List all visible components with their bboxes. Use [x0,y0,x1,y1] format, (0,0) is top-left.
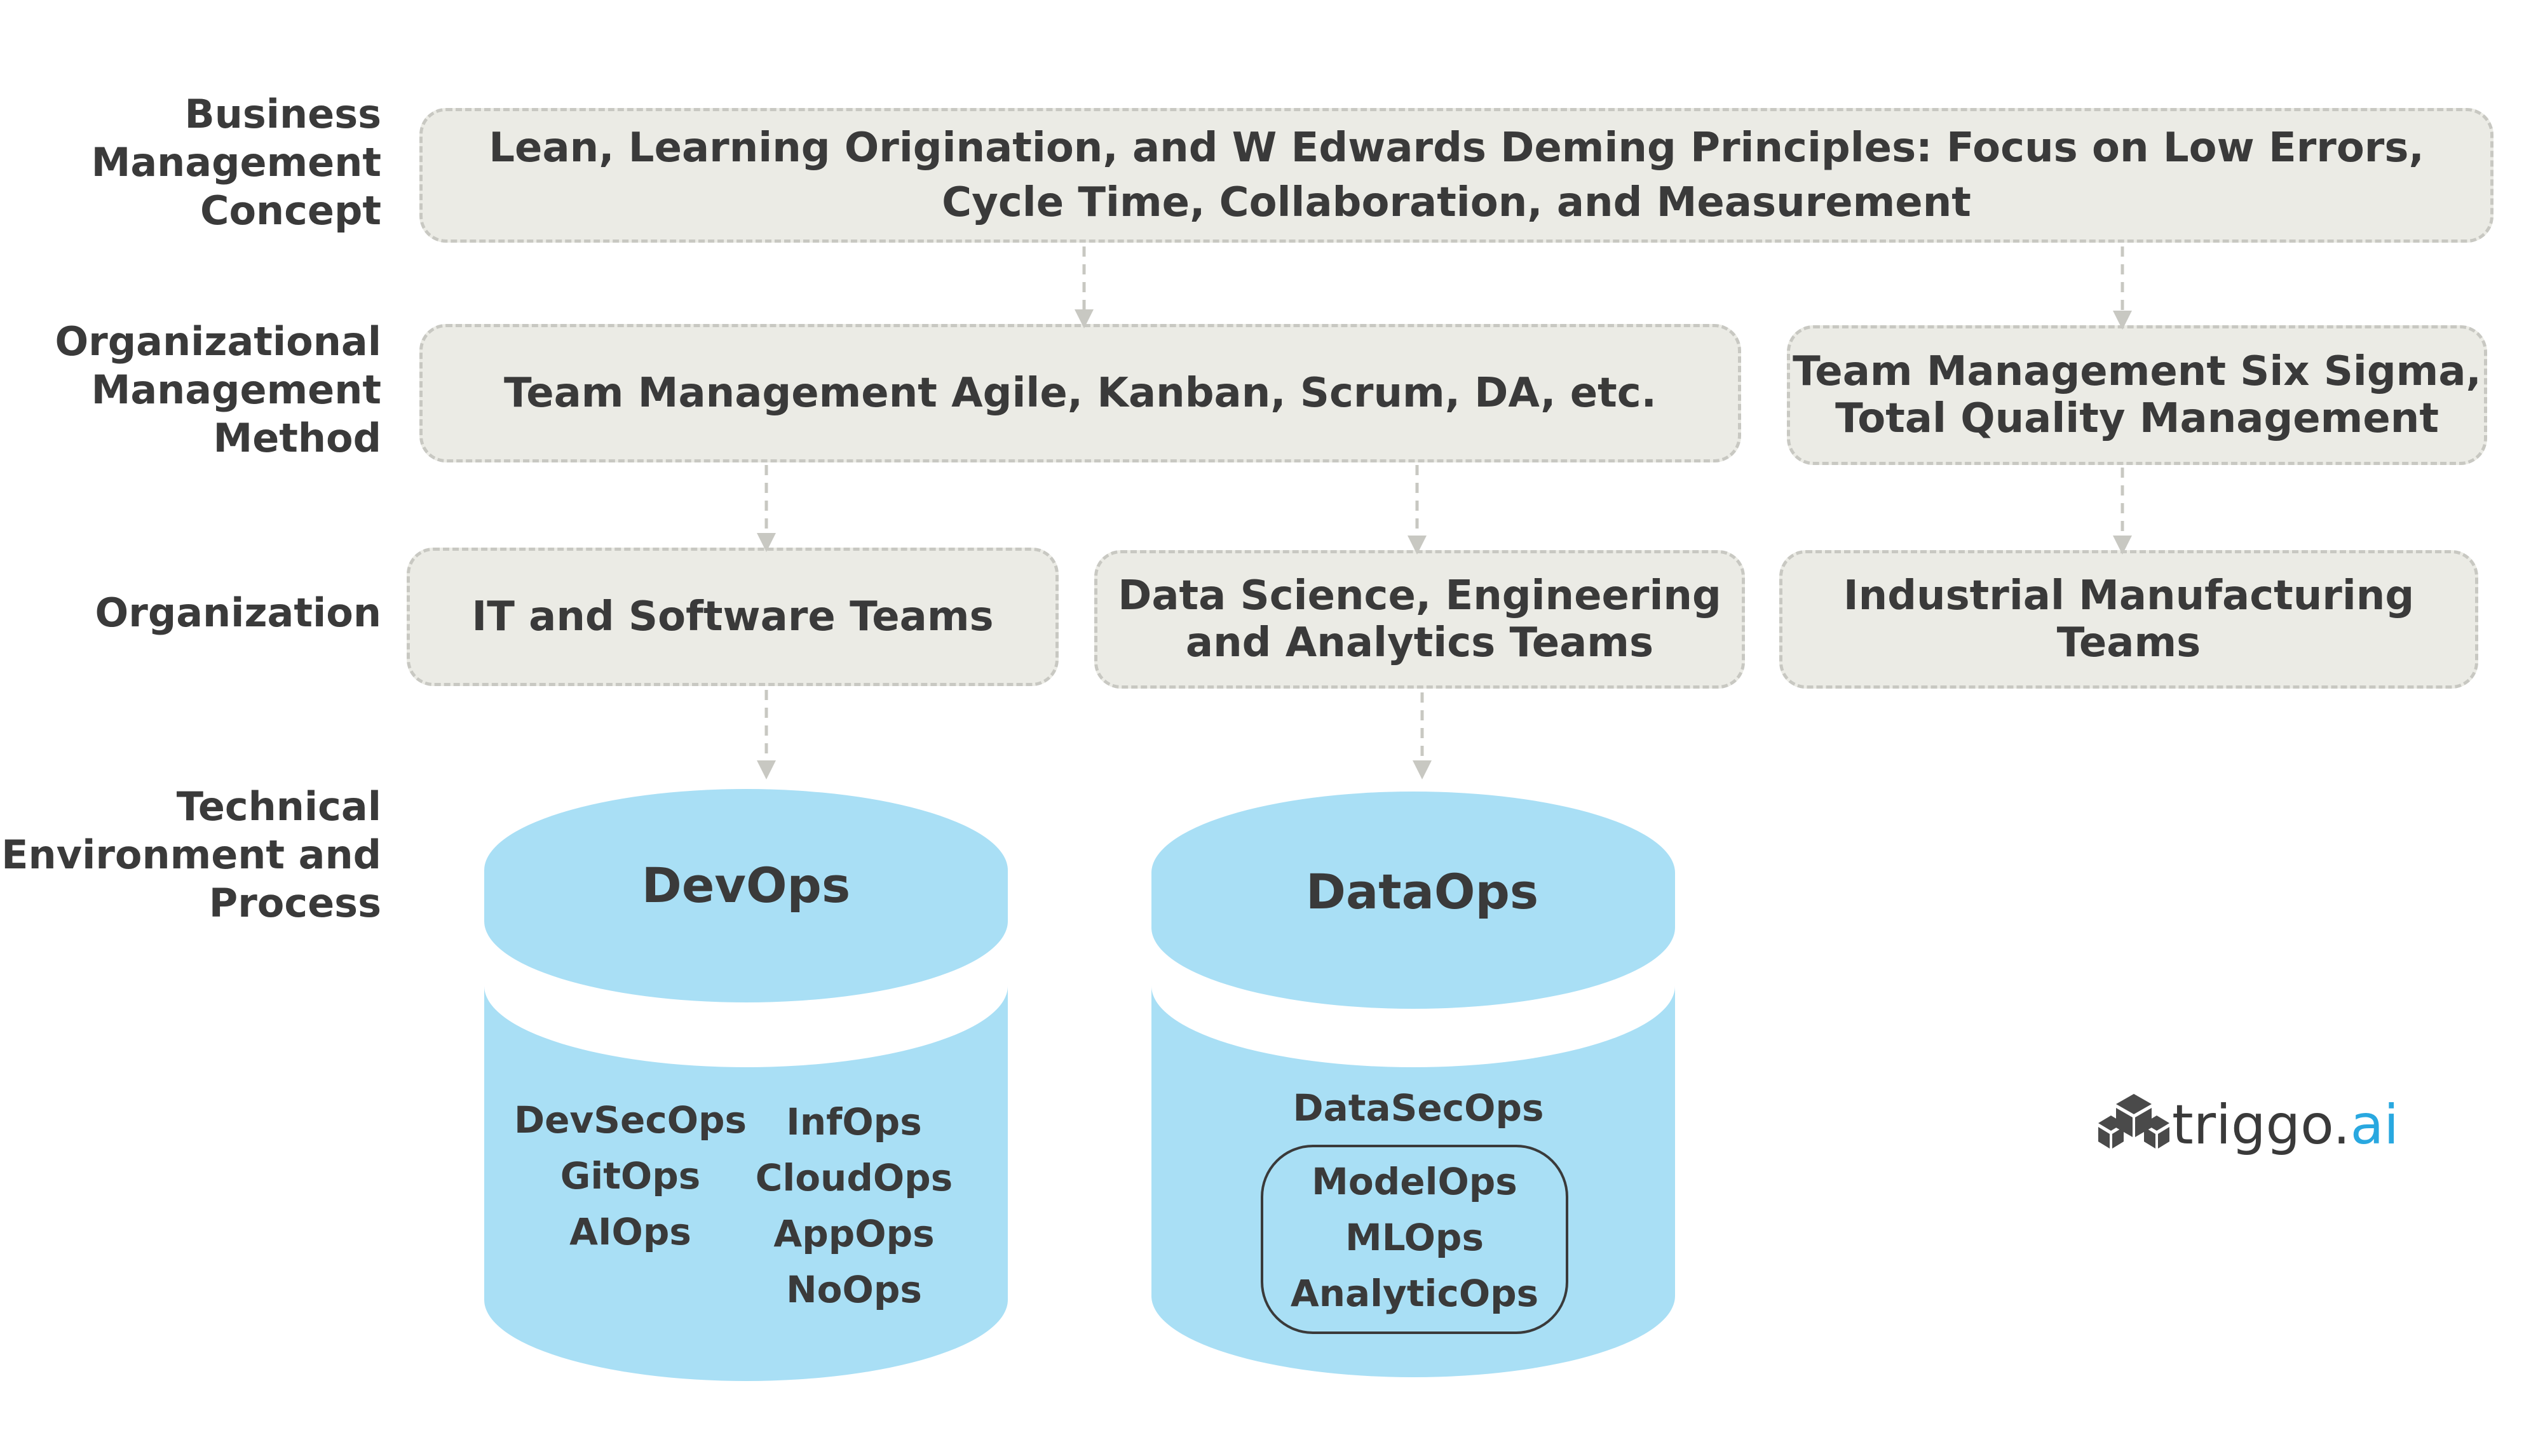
box-data-science-engineering-teams: Data Science, Engineering and Analytics … [1094,550,1745,689]
box-industrial-manufacturing-teams: Industrial Manufacturing Teams [1779,550,2478,689]
devops-item-noops: NoOps [786,1268,922,1311]
box-lean-deming-principles: Lean, Learning Origination, and W Edward… [419,108,2493,243]
devops-item-gitops: GitOps [560,1154,701,1197]
box-industrial-manufacturing-teams-text: Industrial Manufacturing Teams [1843,572,2415,666]
devops-item-cloudops: CloudOps [756,1156,953,1199]
dataops-title: DataOps [1306,863,1538,920]
dataops-cylinder: DataOps DataSecOps ModelOps MLOps Analyt… [1151,792,1675,1377]
dataops-item-modelops: ModelOps [1312,1160,1517,1203]
box-it-and-software-teams: IT and Software Teams [407,548,1059,686]
box-it-and-software-teams-text: IT and Software Teams [472,593,994,640]
box-team-management-agile-text: Team Management Agile, Kanban, Scrum, DA… [504,370,1657,417]
dataops-cylinder-body [1151,986,1675,1377]
devops-item-appops: AppOps [773,1212,934,1255]
row-label-organization: Organization [95,590,381,636]
devops-cylinder-body [484,986,1008,1381]
dataops-item-analyticops: AnalyticOps [1291,1272,1538,1315]
dataops-item-datasecops: DataSecOps [1293,1086,1544,1129]
logo-text: triggo.ai [2172,1093,2399,1157]
box-data-science-engineering-teams-text: Data Science, Engineering and Analytics … [1118,572,1721,666]
logo-text-main: triggo. [2172,1093,2351,1157]
dataops-cylinder-top [1151,792,1675,1009]
box-lean-deming-principles-text: Lean, Learning Origination, and W Edward… [489,125,2424,226]
devops-cylinder: DevOps DevSecOps GitOps AIOps InfOps Clo… [484,789,1008,1381]
devops-item-aiops: AIOps [569,1210,691,1253]
row-label-business-management-concept: Business Management Concept [91,91,381,234]
logo-text-accent: ai [2351,1093,2399,1157]
cube-logo-icon [2098,1094,2169,1149]
box-team-management-six-sigma-text: Team Management Six Sigma, Total Quality… [1793,348,2481,442]
arrows [757,246,2132,779]
devops-title: DevOps [642,857,850,913]
row-label-organizational-management-method: Organizational Management Method [55,318,381,461]
devops-item-infops: InfOps [786,1100,921,1143]
devops-item-devsecops: DevSecOps [514,1098,747,1142]
box-team-management-six-sigma: Team Management Six Sigma, Total Quality… [1787,325,2487,465]
dataops-ml-group-border [1261,1145,1568,1334]
box-team-management-agile: Team Management Agile, Kanban, Scrum, DA… [419,324,1741,462]
triggo-logo: triggo.ai [2098,1093,2399,1157]
devops-cylinder-top [484,789,1008,1002]
row-label-technical-environment-and-process: Technical Environment and Process [1,783,381,926]
dataops-item-mlops: MLOps [1345,1216,1484,1259]
